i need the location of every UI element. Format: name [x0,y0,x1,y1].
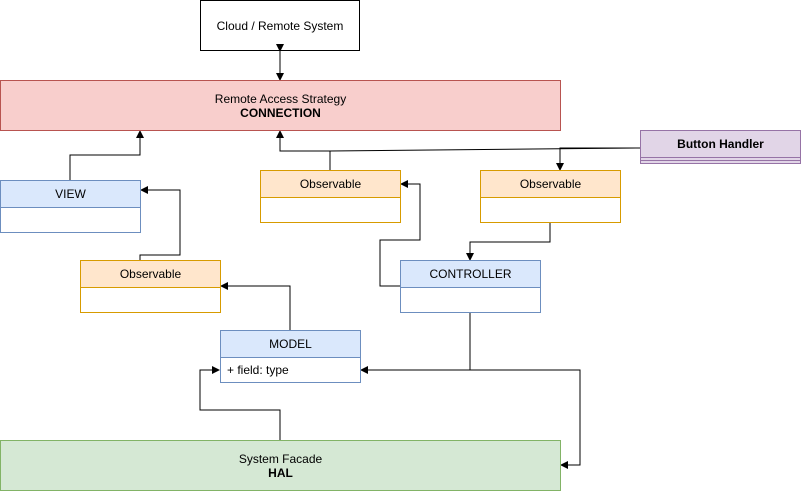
model-header: MODEL [221,331,360,358]
edge-button-observable-right [556,147,640,171]
observable-mid-header: Observable [261,171,400,198]
controller-label: CONTROLLER [429,267,512,281]
model-field: + field: type [227,363,289,377]
edge-observable-mid-remote [276,130,331,170]
observable-left-label: Observable [119,267,182,281]
edge-view-remote [69,130,144,180]
facade-subtitle: HAL [268,465,293,480]
remote-access-strategy-box[interactable]: Remote Access Strategy CONNECTION [0,80,561,131]
edge-controller-facade [470,369,581,469]
observable-left-header: Observable [81,261,220,288]
cloud-label: Cloud / Remote System [216,18,344,33]
observable-right-box[interactable]: Observable [480,170,621,223]
remote-subtitle: CONNECTION [240,105,321,120]
view-box[interactable]: VIEW [0,180,141,233]
facade-title: System Facade [238,451,323,466]
button-handler-divider [641,157,800,158]
observable-right-header: Observable [481,171,620,198]
observable-mid-box[interactable]: Observable [260,170,401,223]
edge-observable-left-view [139,186,181,260]
cloud-remote-system-box[interactable]: Cloud / Remote System [200,0,360,51]
edge-observable-right-controller [466,222,551,261]
controller-header: CONTROLLER [401,261,540,288]
controller-box[interactable]: CONTROLLER [400,260,541,313]
button-handler-divider-2 [641,160,800,161]
view-label: VIEW [55,187,86,201]
remote-title: Remote Access Strategy [214,91,347,106]
edge-controller-model [360,312,471,374]
edge-button-remote [329,147,641,152]
model-box[interactable]: MODEL + field: type [220,330,361,383]
observable-right-label: Observable [519,177,582,191]
button-handler-label: Button Handler [677,137,764,151]
edge-facade-model [199,366,281,440]
edge-controller-observable-mid [379,180,421,287]
model-label: MODEL [269,337,312,351]
edge-model-observable-left [220,282,291,330]
view-header: VIEW [1,181,140,208]
system-facade-box[interactable]: System Facade HAL [0,440,561,491]
button-handler-box[interactable]: Button Handler [640,130,801,164]
observable-left-box[interactable]: Observable [80,260,221,313]
observable-mid-label: Observable [299,177,362,191]
